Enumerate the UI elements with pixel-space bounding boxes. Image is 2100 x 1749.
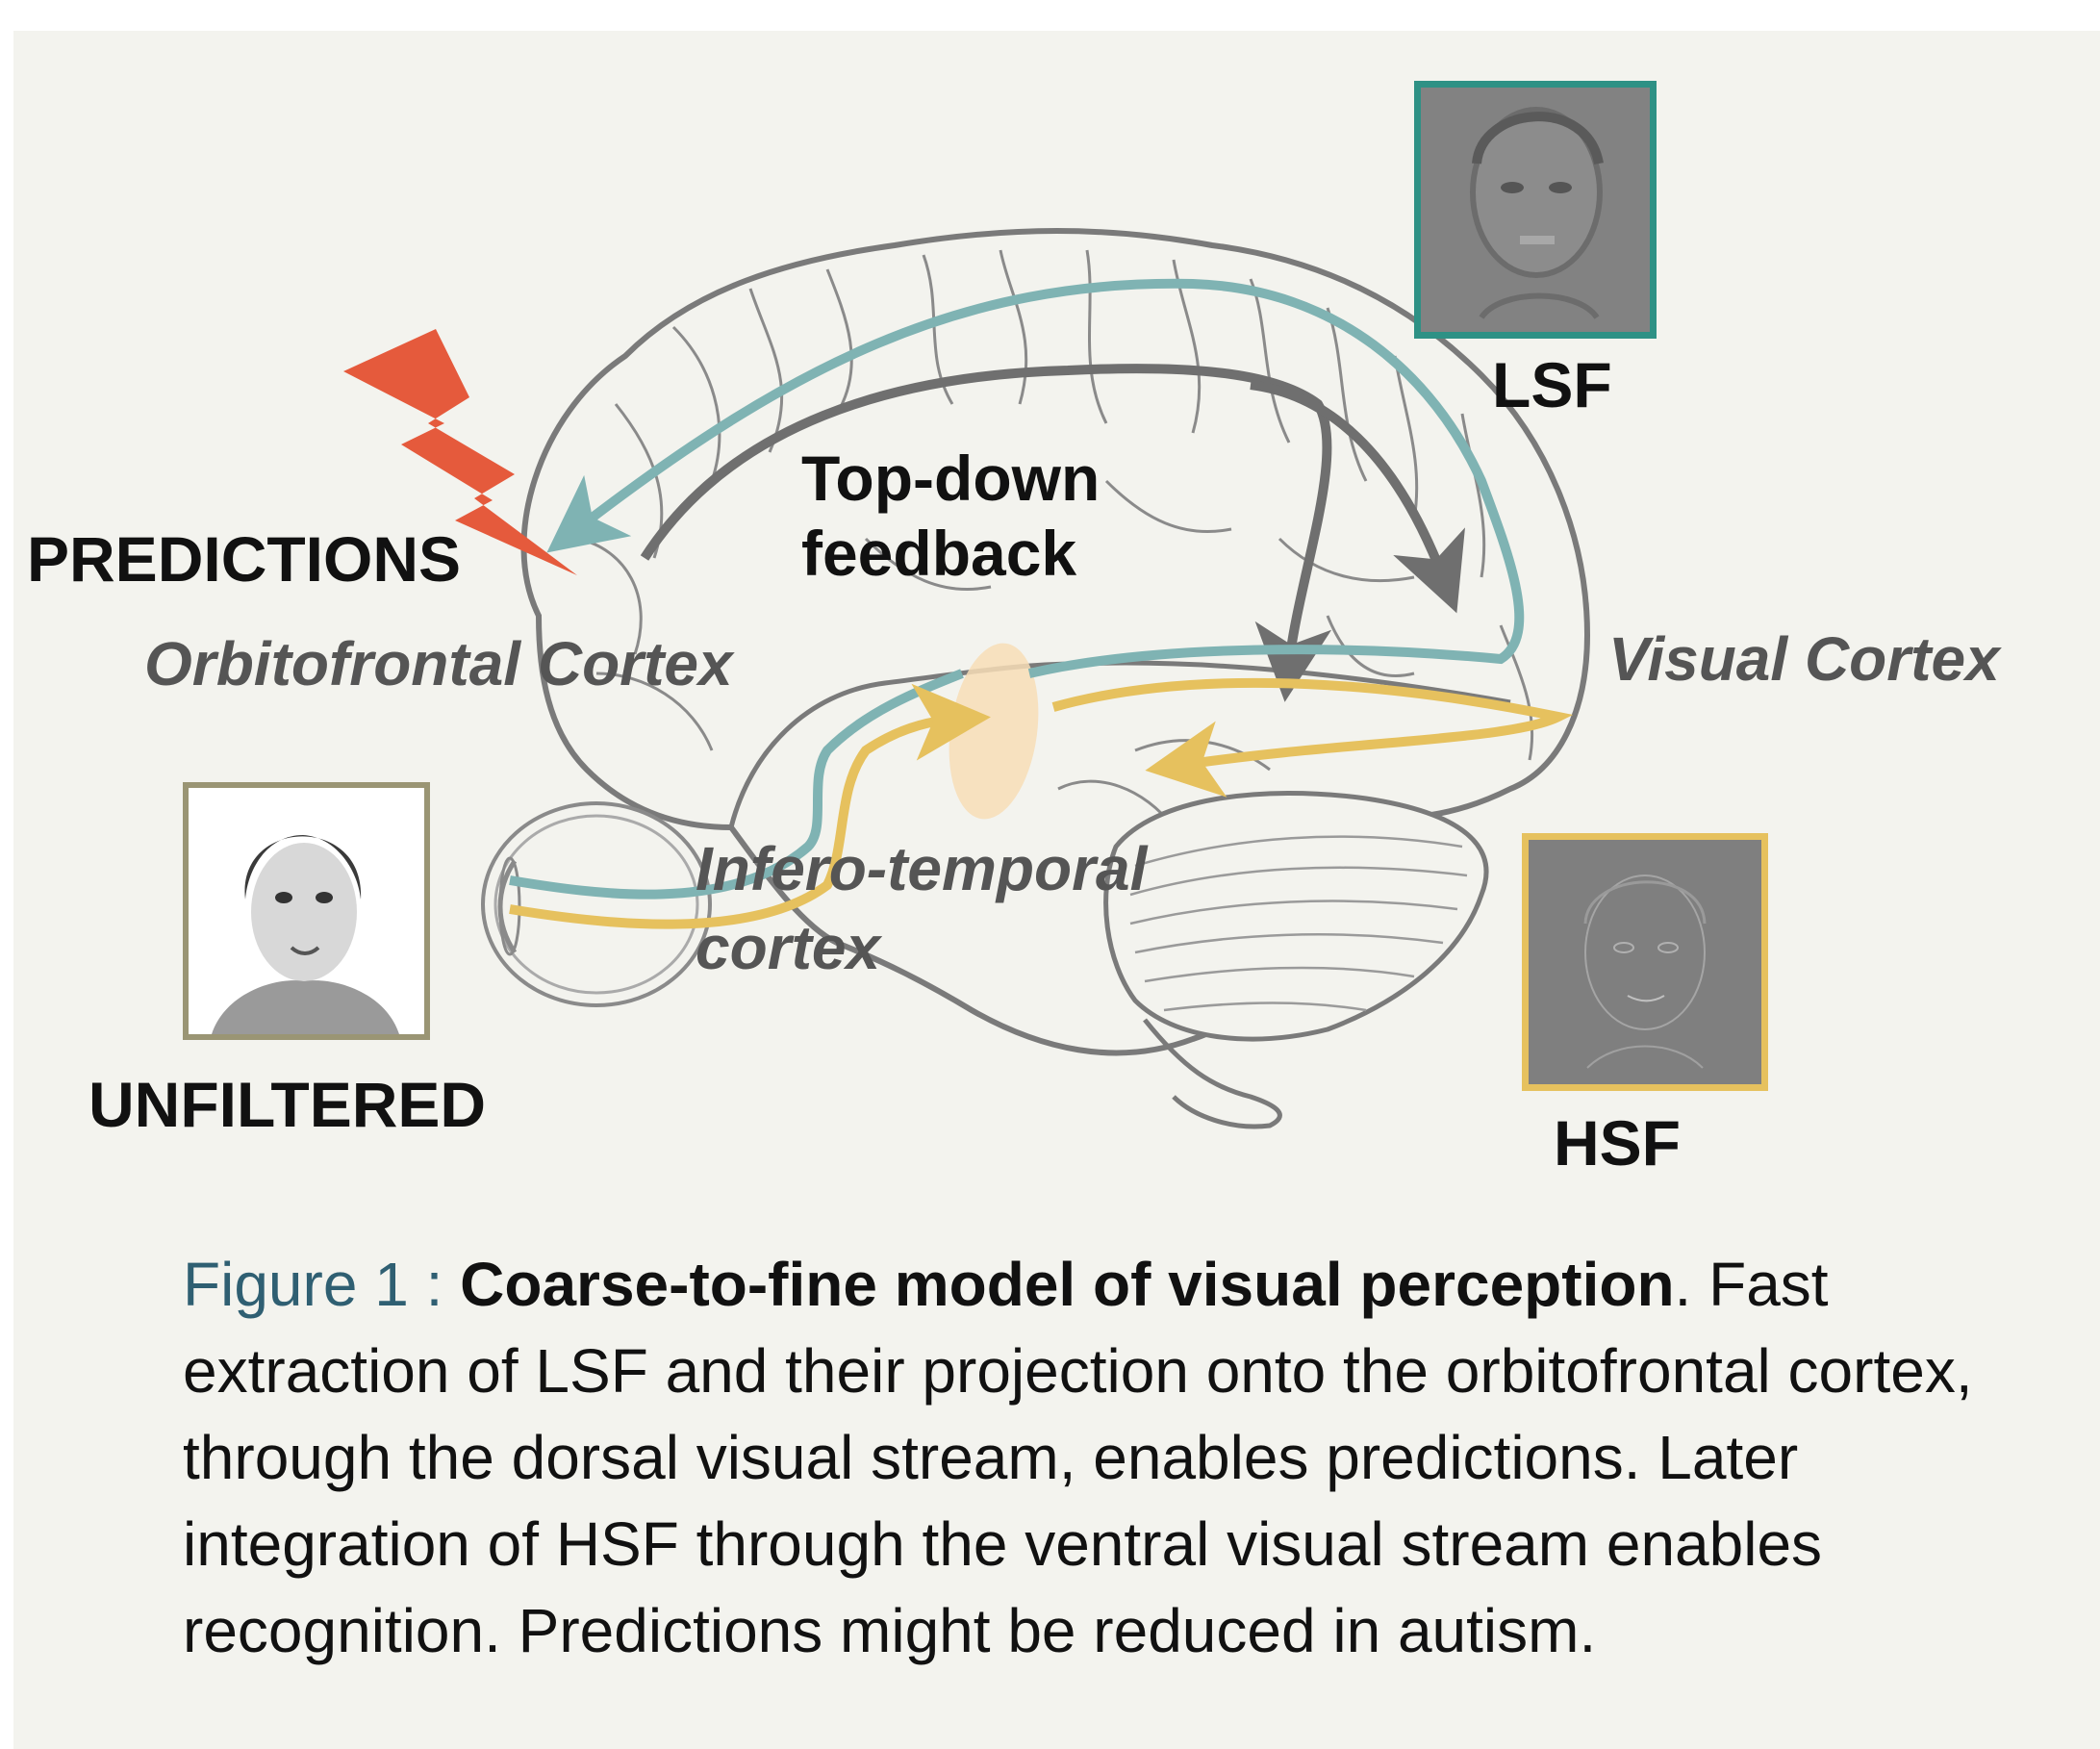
infero-temporal-cortex-label: Infero-temporal cortex <box>696 829 1147 987</box>
top-down-label-line2: feedback <box>801 518 1077 589</box>
unfiltered-face-image <box>183 782 430 1040</box>
visual-cortex-label: Visual Cortex <box>1608 624 2000 694</box>
figure-caption: Figure 1 : Coarse-to-fine model of visua… <box>183 1241 2011 1674</box>
lightning-icon <box>343 329 577 575</box>
cerebellum <box>1103 790 1489 1042</box>
eye-icon <box>481 801 712 1007</box>
lsf-label: LSF <box>1492 349 1612 420</box>
lsf-face-image <box>1414 81 1657 339</box>
hsf-face-image <box>1522 833 1768 1091</box>
lsf-pathway <box>509 278 1525 900</box>
cerebellum-folia <box>1129 835 1468 1012</box>
brainstem <box>1143 1018 1282 1129</box>
infero-temporal-line1: Infero-temporal <box>696 834 1148 903</box>
hsf-pathway <box>509 683 991 929</box>
predictions-label: PREDICTIONS <box>27 523 462 595</box>
infero-temporal-line2: cortex <box>696 913 881 982</box>
caption-prefix: Figure 1 : <box>183 1250 443 1319</box>
feedback-arrow-main <box>640 364 1332 702</box>
caption-title: Coarse-to-fine model of visual perceptio… <box>460 1250 1675 1319</box>
caption-body: . Fast extraction of LSF and their proje… <box>183 1250 1973 1665</box>
top-down-feedback-label: Top-down feedback <box>801 441 1100 591</box>
unfiltered-label: UNFILTERED <box>89 1069 487 1140</box>
top-down-label-line1: Top-down <box>801 443 1101 514</box>
hsf-label: HSF <box>1554 1107 1681 1179</box>
feedback-arrow-branch <box>1250 380 1465 614</box>
orbitofrontal-cortex-label: Orbitofrontal Cortex <box>144 629 733 698</box>
hsf-pathway-return <box>1051 677 1574 798</box>
